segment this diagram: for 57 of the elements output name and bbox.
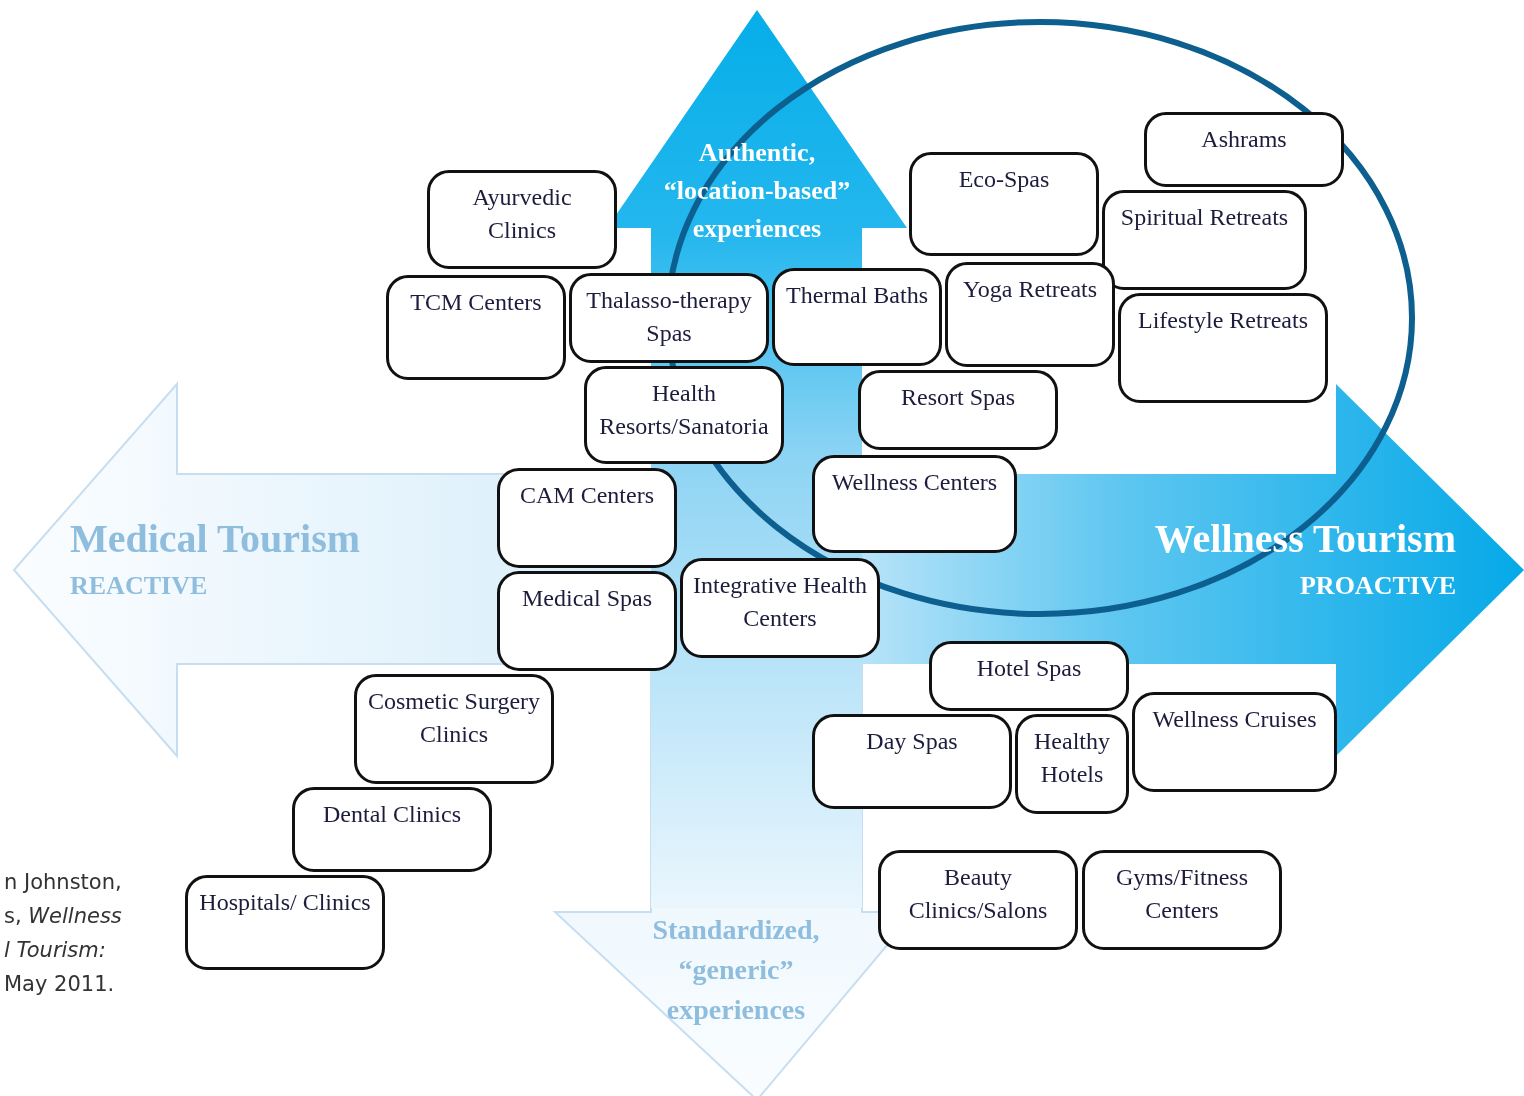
box-label: Spiritual Retreats	[1120, 203, 1289, 232]
rounded-box	[584, 366, 784, 464]
box-label: Hospitals/ Clinics	[199, 888, 371, 917]
box-label: Day Spas	[866, 727, 958, 756]
rounded-box	[812, 455, 1017, 553]
box-label: Wellness Cruises	[1152, 705, 1317, 734]
box-label: Wellness Centers	[831, 468, 998, 497]
rounded-box	[569, 273, 769, 363]
box-label: Eco-Spas	[958, 165, 1050, 194]
box-label: Yoga Retreats	[962, 275, 1098, 304]
rounded-box	[427, 170, 617, 269]
rounded-box	[1118, 293, 1328, 403]
rounded-box	[497, 468, 677, 568]
rounded-box	[1102, 190, 1307, 290]
box-label: TCM Centers	[410, 288, 542, 317]
arrow-label: Medical Tourism	[70, 516, 361, 562]
rounded-box	[909, 152, 1099, 256]
rounded-box	[812, 714, 1012, 809]
box-label: Beauty Clinics/Salons	[907, 863, 1049, 925]
rounded-box	[945, 262, 1115, 367]
box-label: Thalasso-therapy Spas	[585, 286, 753, 348]
rounded-box	[1132, 692, 1337, 792]
rounded-box	[878, 850, 1078, 950]
rounded-box	[386, 275, 566, 380]
box-label: Integrative Health Centers	[692, 571, 868, 633]
box-label: Resort Spas	[901, 383, 1015, 412]
arrow-label: Authentic, “location-based” experiences	[662, 137, 852, 245]
box-label: Lifestyle Retreats	[1138, 306, 1308, 335]
box-label: Dental Clinics	[323, 800, 461, 829]
rounded-box	[929, 641, 1129, 711]
citation-text: May 2011.	[4, 972, 115, 996]
citation-text: s, Wellness	[4, 904, 122, 928]
box-label: Ayurvedic Clinics	[471, 183, 573, 245]
rounded-box	[354, 674, 554, 784]
box-label: Hotel Spas	[976, 654, 1082, 683]
rounded-box	[858, 370, 1058, 450]
rounded-box	[185, 875, 385, 970]
citation-text: n Johnston,	[4, 870, 122, 894]
rounded-box	[772, 268, 942, 366]
arrow-label: REACTIVE	[70, 570, 208, 602]
arrow-label: Wellness Tourism	[1154, 516, 1456, 562]
rounded-box	[1144, 112, 1344, 187]
rounded-box	[292, 787, 492, 872]
rounded-box	[1082, 850, 1282, 950]
arrow-label: Standardized, “generic” experiences	[651, 913, 821, 1027]
citation-text: l Tourism:	[4, 938, 106, 962]
box-label: Medical Spas	[522, 584, 652, 613]
box-label: Gyms/Fitness Centers	[1115, 863, 1249, 925]
box-label: Healthy Hotels	[1033, 727, 1111, 789]
box-label: Cosmetic Surgery Clinics	[366, 687, 542, 749]
rounded-box	[1015, 714, 1129, 814]
box-label: CAM Centers	[520, 481, 654, 510]
arrow-label: PROACTIVE	[1300, 570, 1456, 602]
rounded-box	[497, 571, 677, 671]
box-label: Thermal Baths	[786, 281, 928, 310]
box-label: Ashrams	[1201, 125, 1287, 154]
box-label: Health Resorts/Sanatoria	[598, 379, 770, 441]
